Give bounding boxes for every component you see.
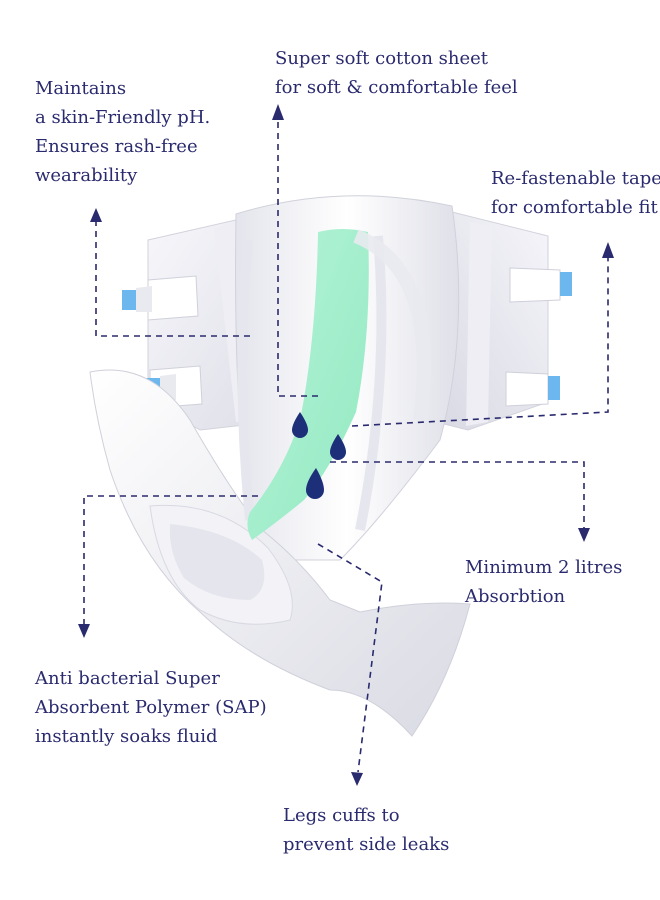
ph-line-4: wearability bbox=[35, 161, 210, 190]
arrow-up-icon bbox=[602, 242, 614, 258]
ph-line-2: a skin-Friendly pH. bbox=[35, 103, 210, 132]
leg-cuffs-feature-label: Legs cuffs to prevent side leaks bbox=[283, 801, 449, 859]
tape-line-2: for comfortable fit bbox=[491, 193, 660, 222]
absorption-line-2: Absorbtion bbox=[465, 582, 622, 611]
cuffs-line-1: Legs cuffs to bbox=[283, 801, 449, 830]
tape-line-1: Re-fastenable tape bbox=[491, 164, 660, 193]
ph-line-1: Maintains bbox=[35, 74, 210, 103]
sap-line-2: Absorbent Polymer (SAP) bbox=[35, 693, 267, 722]
cuffs-line-2: prevent side leaks bbox=[283, 830, 449, 859]
arrow-up-icon bbox=[272, 104, 284, 120]
arrow-down-icon bbox=[351, 772, 363, 786]
sheet-line-1: Super soft cotton sheet bbox=[275, 44, 518, 73]
sap-line-1: Anti bacterial Super bbox=[35, 664, 267, 693]
sheet-line-2: for soft & comfortable feel bbox=[275, 73, 518, 102]
arrow-down-icon bbox=[578, 528, 590, 542]
arrow-down-icon bbox=[78, 624, 90, 638]
ph-feature-label: Maintains a skin-Friendly pH. Ensures ra… bbox=[35, 74, 210, 190]
ph-line-3: Ensures rash-free bbox=[35, 132, 210, 161]
cotton-sheet-feature-label: Super soft cotton sheet for soft & comfo… bbox=[275, 44, 518, 102]
arrow-up-icon bbox=[90, 208, 102, 222]
tape-feature-label: Re-fastenable tape for comfortable fit bbox=[491, 164, 660, 222]
sap-line-3: instantly soaks fluid bbox=[35, 722, 267, 751]
sap-feature-label: Anti bacterial Super Absorbent Polymer (… bbox=[35, 664, 267, 751]
absorption-line-1: Minimum 2 litres bbox=[465, 553, 622, 582]
absorption-feature-label: Minimum 2 litres Absorbtion bbox=[465, 553, 622, 611]
